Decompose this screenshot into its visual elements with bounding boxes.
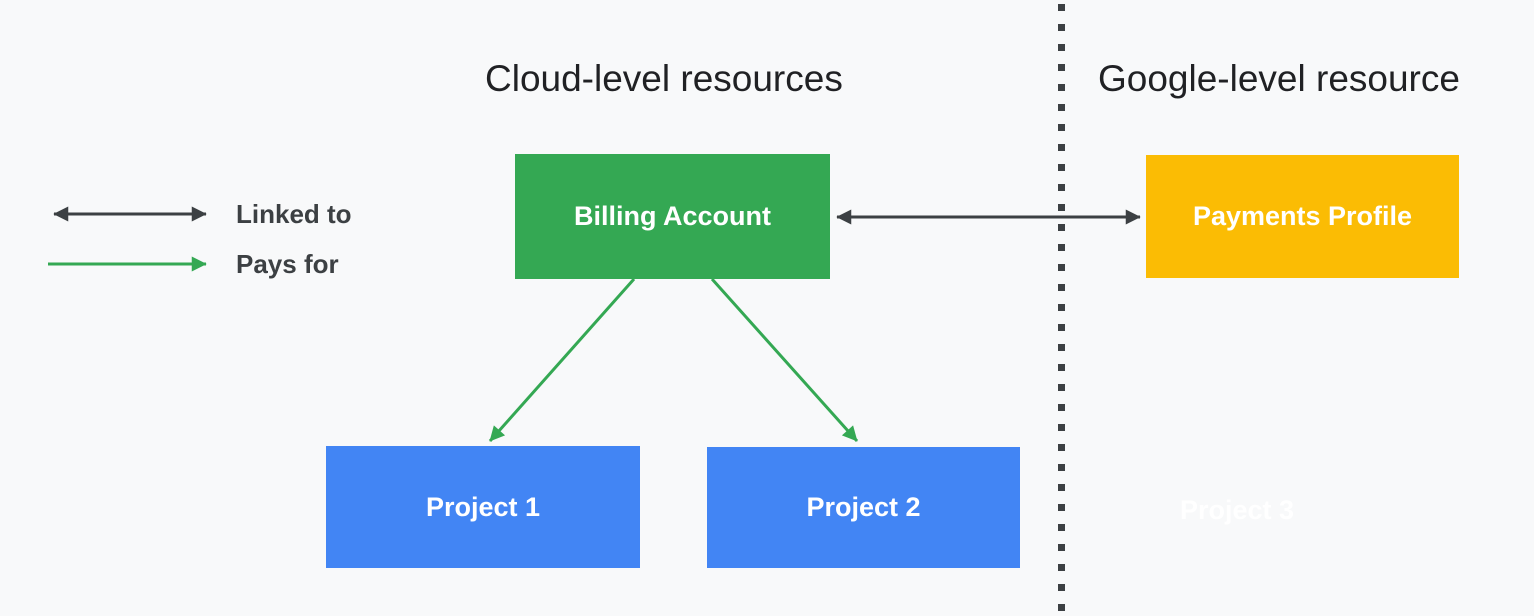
cloud-level-heading: Cloud-level resources	[485, 58, 843, 99]
billing-account-label: Billing Account	[574, 201, 771, 231]
project-1-label: Project 1	[425, 491, 541, 522]
payments-profile-node: Payments Profile	[1146, 155, 1459, 278]
google-level-heading: Google-level resource	[1098, 58, 1460, 99]
legend-label-linked-to: Linked to	[236, 199, 352, 229]
billing-account-node: Billing Account	[515, 154, 830, 279]
payments-profile-label: Payments Profile	[1192, 201, 1413, 231]
project-2-label: Project 2	[806, 492, 921, 522]
billing-project1-pays-arrow	[488, 278, 636, 442]
legend-label-pays-for: Pays for	[236, 249, 339, 279]
billing-project2-pays-arrow	[710, 277, 859, 443]
project-2-node: Project 2	[707, 447, 1020, 568]
project-3-ghost-label: Project 3	[1180, 495, 1295, 525]
project-1-node: Project 1	[326, 446, 640, 568]
